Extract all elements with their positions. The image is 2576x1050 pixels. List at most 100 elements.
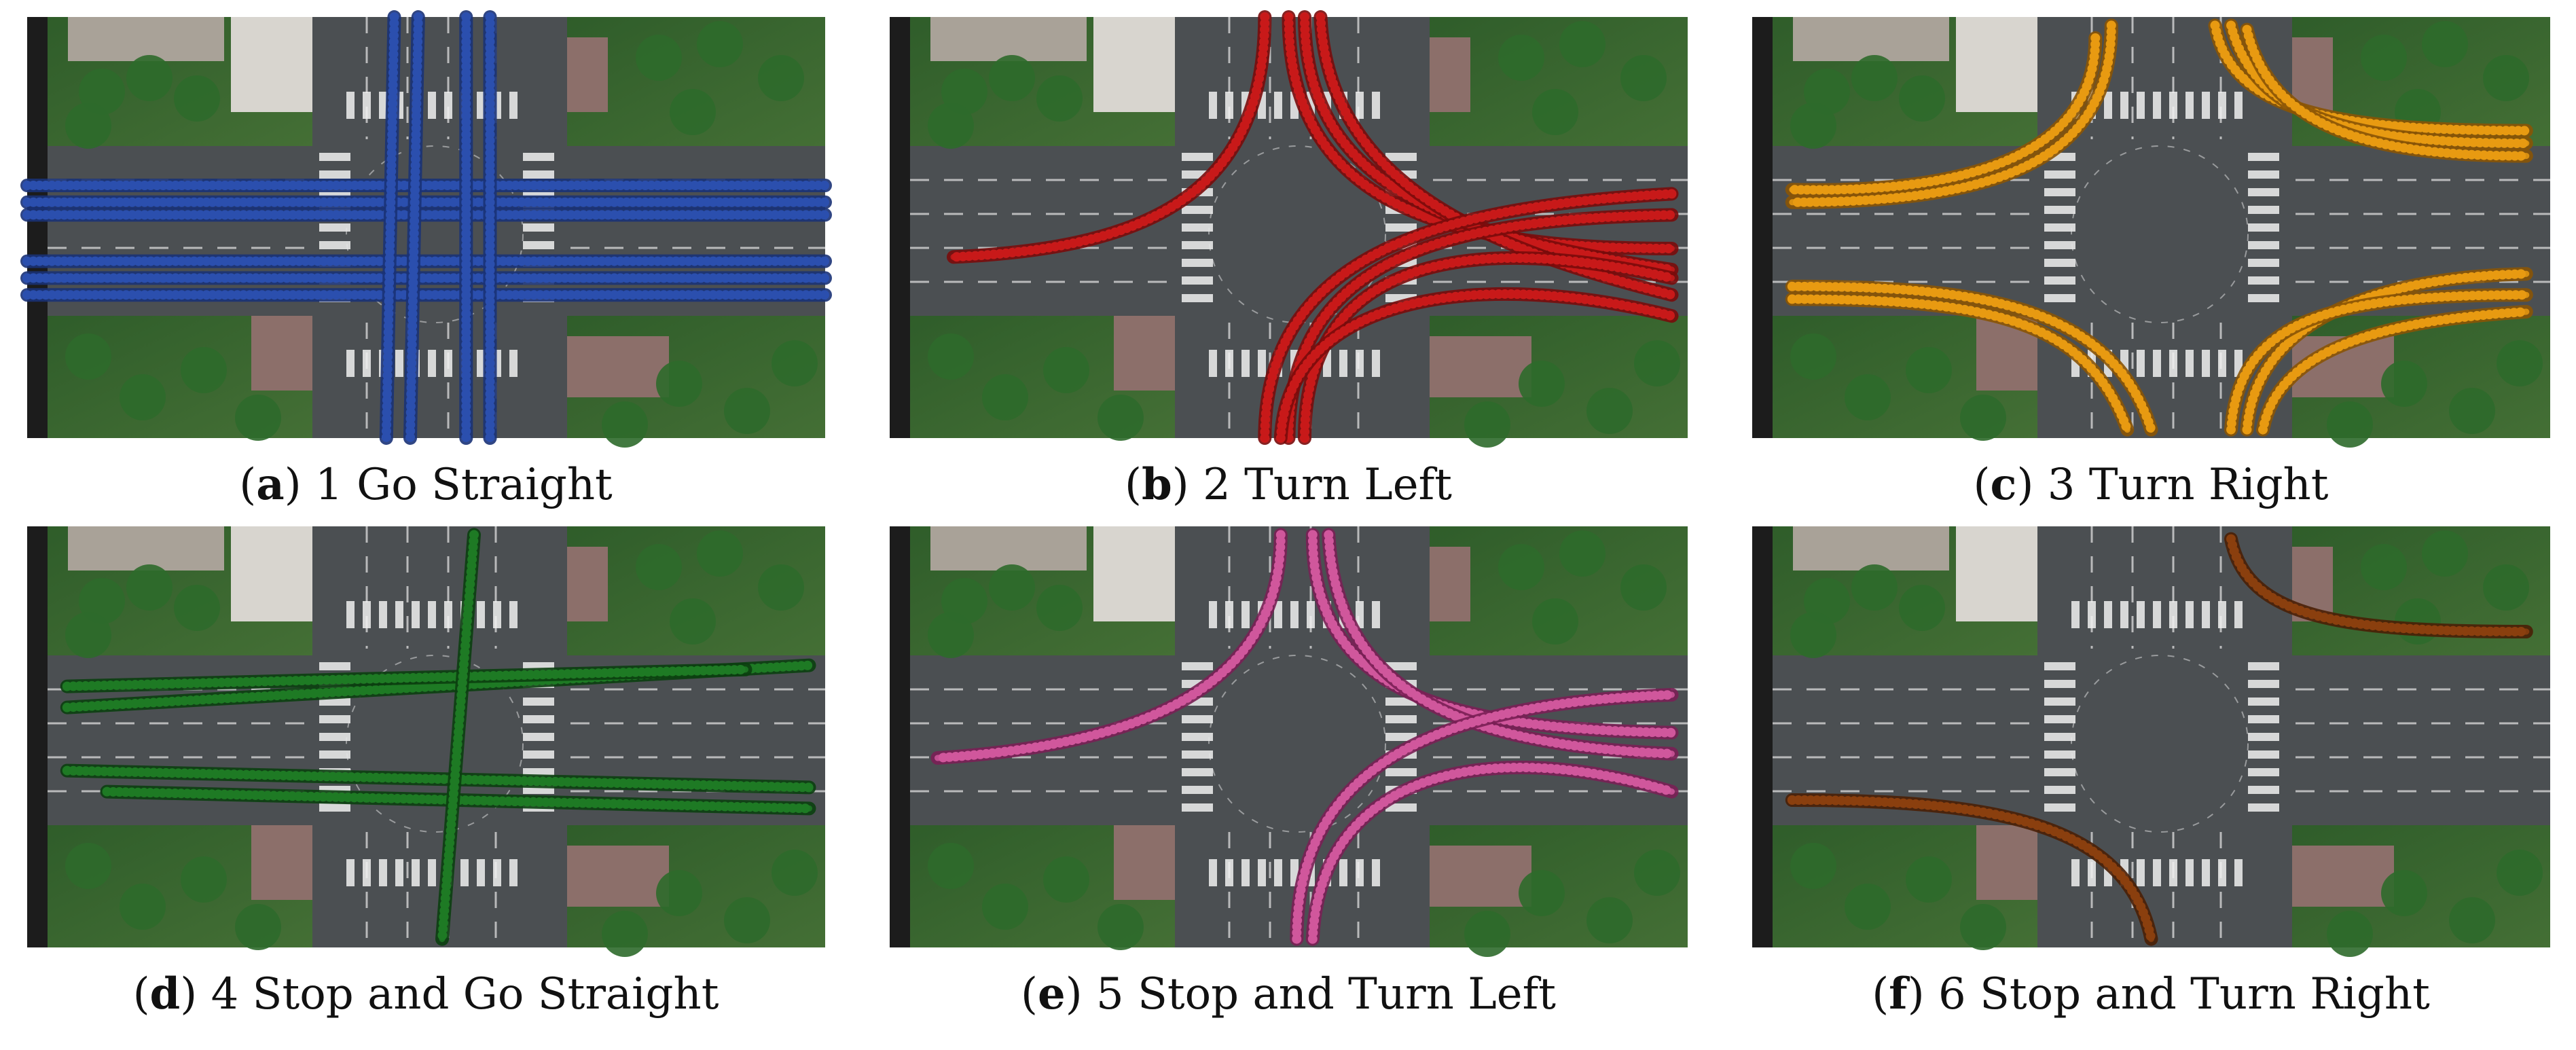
plaza bbox=[251, 316, 312, 391]
crosswalk-stripe bbox=[1209, 350, 1217, 377]
panel-title: 1 Go Straight bbox=[315, 460, 613, 510]
tree bbox=[1634, 850, 1680, 896]
crosswalk-stripe bbox=[1209, 601, 1217, 628]
tree bbox=[636, 35, 682, 81]
crosswalk-stripe bbox=[2248, 715, 2279, 723]
trajectory-path bbox=[1789, 797, 2154, 943]
crosswalk-stripe bbox=[1274, 601, 1282, 628]
tree bbox=[1519, 361, 1565, 407]
crosswalk-stripe bbox=[1356, 350, 1364, 377]
crosswalk-stripe bbox=[1209, 859, 1217, 886]
crosswalk-stripe bbox=[379, 92, 387, 119]
crosswalk-stripe bbox=[2044, 170, 2075, 179]
trajectory-path bbox=[407, 14, 422, 441]
tree bbox=[120, 374, 166, 420]
crosswalk-stripe bbox=[2248, 786, 2279, 794]
crosswalk-stripe bbox=[2248, 188, 2279, 196]
tree bbox=[1586, 388, 1633, 434]
tree bbox=[1790, 103, 1836, 149]
crosswalk-stripe bbox=[2248, 259, 2279, 267]
crosswalk-stripe bbox=[1182, 733, 1213, 741]
crosswalk-stripe bbox=[428, 601, 436, 628]
crosswalk-stripe bbox=[1307, 601, 1315, 628]
crosswalk-stripe bbox=[2044, 786, 2075, 794]
tree bbox=[928, 843, 974, 889]
guide-line bbox=[346, 655, 524, 833]
tree bbox=[2422, 21, 2468, 67]
tree bbox=[1845, 374, 1891, 420]
crosswalk-stripe bbox=[2234, 859, 2243, 886]
crosswalk-stripe bbox=[2044, 188, 2075, 196]
crosswalk-stripe bbox=[1258, 350, 1266, 377]
trajectory-path bbox=[1318, 14, 1675, 298]
tree bbox=[772, 850, 818, 896]
crosswalk-stripe bbox=[2044, 750, 2075, 759]
trajectory-path bbox=[64, 767, 812, 791]
tree bbox=[1851, 564, 1898, 611]
tree bbox=[1790, 843, 1836, 889]
crosswalk-stripe bbox=[1182, 223, 1213, 232]
crosswalk-stripe bbox=[444, 92, 452, 119]
tree bbox=[1036, 585, 1083, 631]
tree bbox=[1790, 612, 1836, 658]
crosswalk-stripe bbox=[523, 768, 554, 776]
crosswalk-stripe bbox=[319, 662, 350, 670]
building-roof bbox=[1956, 17, 2037, 112]
tree bbox=[65, 843, 111, 889]
crosswalk-stripe bbox=[2248, 768, 2279, 776]
tree bbox=[1899, 585, 1945, 631]
tree bbox=[174, 75, 220, 122]
trajectory-path bbox=[1789, 35, 2099, 194]
tree bbox=[181, 856, 227, 903]
crosswalk-stripe bbox=[1372, 859, 1380, 886]
crosswalk-stripe bbox=[2044, 768, 2075, 776]
tree bbox=[235, 395, 281, 441]
crosswalk-stripe bbox=[2088, 859, 2096, 886]
plaza bbox=[567, 336, 669, 397]
crosswalk-stripe bbox=[2044, 733, 2075, 741]
tree bbox=[602, 401, 648, 448]
crosswalk-stripe bbox=[1182, 715, 1213, 723]
crosswalk-stripe bbox=[2044, 698, 2075, 706]
tree bbox=[1851, 55, 1898, 101]
panel-title: 5 Stop and Turn Left bbox=[1096, 969, 1556, 1019]
plaza bbox=[1114, 316, 1175, 391]
crosswalk-stripe bbox=[523, 750, 554, 759]
trajectory-path bbox=[439, 531, 477, 943]
crosswalk-stripe bbox=[1372, 350, 1380, 377]
building-roof bbox=[1793, 17, 1949, 61]
guide-line bbox=[2071, 145, 2249, 323]
panel-letter: b bbox=[1142, 459, 1172, 510]
crosswalk-stripe bbox=[2202, 601, 2210, 628]
crosswalk-stripe bbox=[1385, 768, 1417, 776]
plaza bbox=[1976, 825, 2037, 900]
building-roof bbox=[1093, 17, 1175, 112]
panel-caption: (e) 5 Stop and Turn Left bbox=[1021, 968, 1556, 1019]
aerial-map bbox=[1752, 17, 2550, 448]
aerial-map bbox=[1752, 526, 2550, 957]
crosswalk-stripe bbox=[1182, 768, 1213, 776]
guide-line bbox=[346, 145, 524, 323]
crosswalk-stripe bbox=[2248, 662, 2279, 670]
panel-title: 3 Turn Right bbox=[2048, 460, 2329, 510]
plaza bbox=[251, 825, 312, 900]
crosswalk-stripe bbox=[1339, 859, 1347, 886]
crosswalk-stripe bbox=[2248, 153, 2279, 161]
crosswalk-stripe bbox=[1372, 601, 1380, 628]
aerial-map bbox=[27, 526, 825, 957]
building-roof bbox=[1093, 526, 1175, 621]
trajectory-path bbox=[950, 14, 1268, 260]
tree bbox=[1559, 530, 1606, 577]
crosswalk-stripe bbox=[1385, 153, 1417, 161]
trajectory-path bbox=[64, 666, 748, 690]
tree bbox=[989, 55, 1035, 101]
tree bbox=[120, 884, 166, 930]
crosswalk-stripe bbox=[2169, 601, 2177, 628]
tree bbox=[670, 598, 716, 645]
tree bbox=[697, 530, 743, 577]
plaza bbox=[1430, 547, 1470, 621]
crosswalk-stripe bbox=[1225, 601, 1233, 628]
tree bbox=[758, 564, 804, 611]
tree bbox=[772, 340, 818, 386]
crosswalk-stripe bbox=[1356, 92, 1364, 119]
